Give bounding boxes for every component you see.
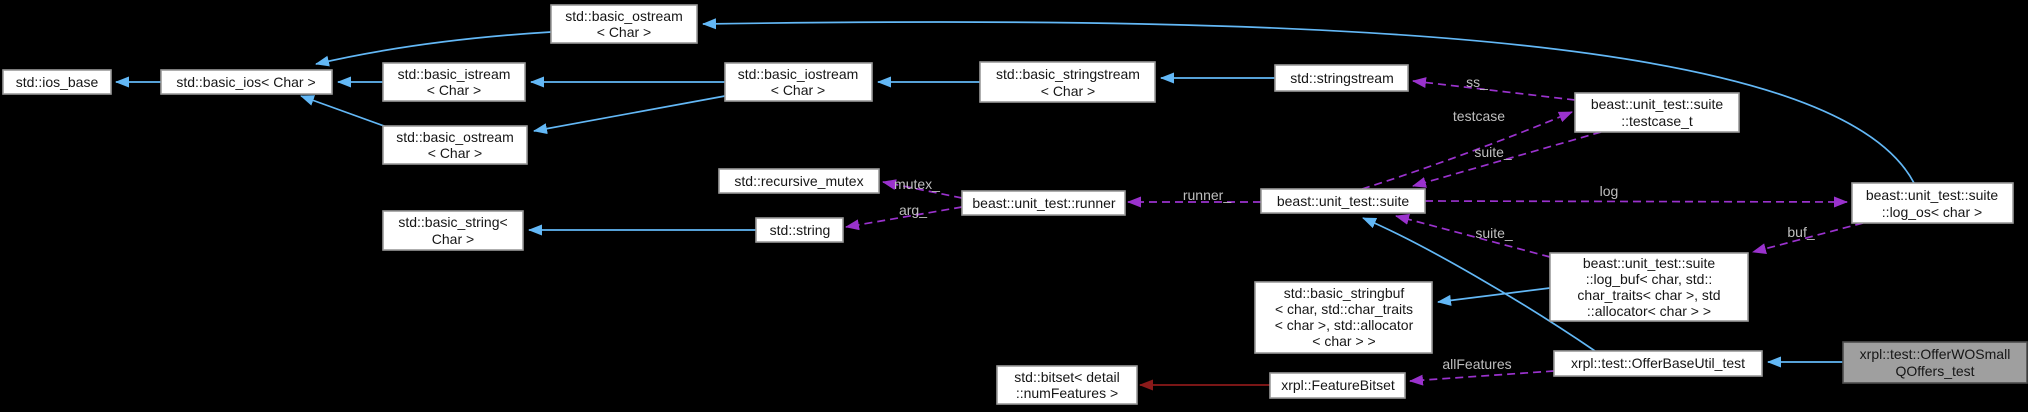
node-std-basic_istream[interactable]: std::basic_istream< Char > <box>382 62 526 102</box>
svg-text:xrpl::test::OfferBaseUtil_test: xrpl::test::OfferBaseUtil_test <box>1571 355 1745 371</box>
node-beast-unit_test-suite-log_buf[interactable]: beast::unit_test::suite::log_buf< char, … <box>1549 252 1749 322</box>
node-std-basic_ostream-2[interactable]: std::basic_ostream< Char > <box>382 125 528 165</box>
node-std-basic_ios[interactable]: std::basic_ios< Char > <box>160 69 333 95</box>
edge-offerbaseutil-uses-featurebitset <box>1409 370 1555 386</box>
svg-text:std::basic_stringstream< Char: std::basic_stringstream< Char > <box>996 66 1140 99</box>
edge-label-mutex: mutex_ <box>894 176 940 192</box>
svg-text:beast::unit_test::suite::testc: beast::unit_test::suite::testcase_t <box>1591 96 1724 129</box>
edge-suite-uses-testcase_t <box>1361 111 1573 190</box>
svg-text:xrpl::FeatureBitset: xrpl::FeatureBitset <box>1281 377 1395 393</box>
edge-label-buf: buf_ <box>1787 224 1814 240</box>
svg-text:beast::unit_test::suite: beast::unit_test::suite <box>1277 193 1410 209</box>
edge-basic_ostream2-to-basic_ios <box>300 95 399 132</box>
edge-testcase_t-uses-suite <box>1412 131 1602 188</box>
svg-text:beast::unit_test::suite::log_b: beast::unit_test::suite::log_buf< char, … <box>1577 255 1720 319</box>
edge-label-allfeatures: allFeatures <box>1442 356 1511 372</box>
node-beast-unit_test-suite-testcase_t[interactable]: beast::unit_test::suite::testcase_t <box>1574 92 1740 133</box>
node-beast-unit_test-suite[interactable]: beast::unit_test::suite <box>1260 188 1426 214</box>
edge-label-ss: ss_ <box>1466 74 1488 90</box>
node-std-basic_stringstream[interactable]: std::basic_stringstream< Char > <box>979 61 1156 103</box>
edge-label-suite-bottom: suite_ <box>1475 225 1513 241</box>
edge-log_buf-uses-suite <box>1395 214 1551 258</box>
edge-suite-uses-log_os <box>1424 196 1848 208</box>
node-std-bitset-numfeatures[interactable]: std::bitset< detail::numFeatures > <box>996 365 1138 405</box>
node-std-stringstream[interactable]: std::stringstream <box>1274 64 1409 92</box>
svg-text:std::recursive_mutex: std::recursive_mutex <box>734 173 863 189</box>
edge-label-testcase: testcase <box>1453 108 1505 124</box>
edge-runner-uses-recursive_mutex <box>882 179 963 199</box>
svg-text:std::basic_iostream< Char >: std::basic_iostream< Char > <box>738 66 859 98</box>
svg-text:std::basic_stringbuf< char, st: std::basic_stringbuf< char, std::char_tr… <box>1275 285 1414 349</box>
edge-basic_ostream_top-to-basic_ios <box>315 31 552 67</box>
node-std-recursive_mutex[interactable]: std::recursive_mutex <box>718 168 880 194</box>
edge-log_os-uses-log_buf <box>1752 222 1864 255</box>
node-beast-unit_test-runner[interactable]: beast::unit_test::runner <box>961 190 1126 216</box>
node-std-basic_ostream-top[interactable]: std::basic_ostream< Char > <box>550 4 698 44</box>
svg-text:std::ios_base: std::ios_base <box>16 74 99 90</box>
svg-text:std::stringstream: std::stringstream <box>1290 70 1393 86</box>
node-xrpl-test-offerbaseutil_test[interactable]: xrpl::test::OfferBaseUtil_test <box>1553 350 1763 377</box>
edge-log_os-to-basic_ostream_top <box>702 18 1915 184</box>
edge-label-arg: arg_ <box>899 202 927 218</box>
svg-text:std::basic_ostream< Char >: std::basic_ostream< Char > <box>565 8 683 40</box>
edge-testcase_t-uses-stringstream <box>1412 77 1576 101</box>
node-std-basic_stringbuf[interactable]: std::basic_stringbuf< char, std::char_tr… <box>1254 281 1433 354</box>
edge-log_buf-to-basic_stringbuf <box>1437 287 1551 306</box>
node-std-string[interactable]: std::string <box>755 217 844 243</box>
edge-runner-uses-string <box>845 206 963 231</box>
edge-label-suite-top: suite_ <box>1474 144 1512 160</box>
svg-text:std::string: std::string <box>770 222 831 238</box>
node-std-basic_string[interactable]: std::basic_string<Char > <box>382 210 524 251</box>
svg-text:std::basic_ostream< Char >: std::basic_ostream< Char > <box>396 129 514 161</box>
edge-label-runner: runner_ <box>1183 187 1231 203</box>
svg-text:std::basic_istream< Char >: std::basic_istream< Char > <box>398 66 511 98</box>
svg-text:beast::unit_test::suite::log_o: beast::unit_test::suite::log_os< char > <box>1866 187 1999 220</box>
edge-basic_iostream-to-basic_ostream2 <box>533 95 726 135</box>
node-beast-unit_test-suite-log_os[interactable]: beast::unit_test::suite::log_os< char > <box>1851 182 2014 224</box>
node-std-basic_iostream[interactable]: std::basic_iostream< Char > <box>724 62 873 102</box>
svg-text:std::bitset< detail::numFeatur: std::bitset< detail::numFeatures > <box>1014 369 1119 401</box>
svg-text:beast::unit_test::runner: beast::unit_test::runner <box>972 195 1116 211</box>
edge-offerbaseutil-to-suite <box>1362 217 1596 352</box>
node-std-ios_base[interactable]: std::ios_base <box>2 69 112 95</box>
svg-text:std::basic_ios< Char >: std::basic_ios< Char > <box>176 74 315 90</box>
node-xrpl-featurebitset[interactable]: xrpl::FeatureBitset <box>1269 372 1406 399</box>
edge-label-log: log <box>1600 183 1619 199</box>
svg-text:std::basic_string<Char >: std::basic_string<Char > <box>398 214 507 247</box>
